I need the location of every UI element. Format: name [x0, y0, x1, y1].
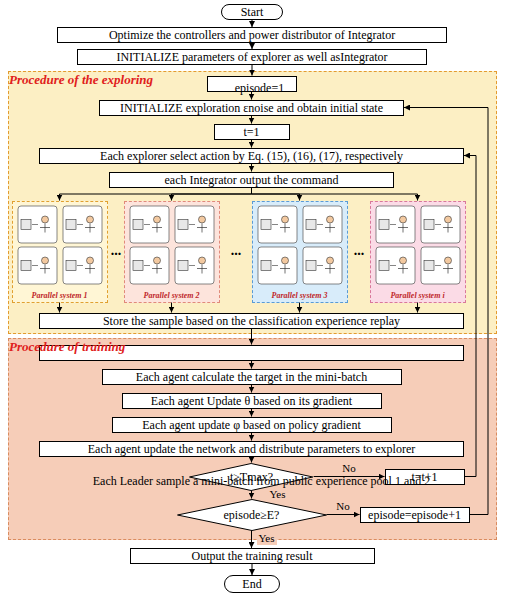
parallel-system-panel: Parallel system 2	[124, 201, 220, 303]
node-text: episode≥E?	[224, 508, 280, 522]
node-text: Each agent Update θ based on its gradien…	[151, 394, 352, 408]
process-box: Each agent calculate the target in the m…	[102, 369, 402, 385]
panel-label: Parallel system 2	[125, 291, 219, 300]
node-text: episode=episode+1	[368, 508, 461, 522]
panel-label: Parallel system i	[371, 291, 465, 300]
process-box: Each agent update φ based on policy grad…	[112, 417, 392, 433]
parallel-system-panel: Parallel system 3	[252, 201, 348, 303]
panel-label: Parallel system 3	[253, 291, 347, 300]
panel-label: Parallel system 1	[13, 291, 107, 300]
node-text: Each agent update the network and distri…	[88, 442, 416, 456]
flow-arrow	[252, 188, 300, 201]
process-box: Optimize the controllers and power distr…	[57, 27, 447, 43]
process-box: each Integrator output the command	[109, 172, 394, 188]
flow-arrow	[251, 116, 252, 124]
flow-arrow	[252, 188, 418, 201]
ellipsis-label: ...	[352, 244, 367, 257]
edge-label: Yes	[257, 532, 277, 545]
start-terminal: Start	[221, 4, 283, 20]
flow-arrow	[299, 303, 300, 313]
flow-arrow	[251, 491, 252, 499]
flow-arrow	[252, 65, 253, 76]
decision-diamond: episode≥E?	[177, 499, 327, 531]
node-text: Each agent calculate the target in the m…	[136, 370, 367, 384]
flow-arrow	[59, 303, 60, 313]
process-box: episode=episode+1	[360, 507, 470, 523]
edge-label: No	[334, 500, 351, 513]
edge-label: Yes	[268, 488, 288, 501]
node-text: Each agent update φ based on policy grad…	[142, 418, 361, 432]
node-text: Store the sample based on the classifica…	[103, 314, 400, 328]
node-text: INITIALIZE exploration εnoise and obtain…	[120, 101, 383, 115]
node-text: t≥Tmax?	[230, 470, 273, 484]
flow-arrow	[251, 164, 252, 172]
flow-arrow	[251, 140, 252, 148]
parallel-system-illustration	[371, 202, 465, 302]
node-text: End	[242, 577, 261, 591]
process-box: Output the training result	[130, 548, 375, 564]
flow-arrow	[252, 20, 253, 27]
flow-arrow	[251, 457, 252, 463]
flow-arrow	[417, 303, 418, 313]
flow-arrow	[251, 531, 252, 549]
node-text: Each explorer select action by Eq. (15),…	[100, 149, 403, 163]
node-text: t=1	[243, 125, 259, 139]
exploring-region: episode=1INITIALIZE exploration εnoise a…	[8, 71, 497, 334]
process-box: Each explorer select action by Eq. (15),…	[39, 148, 464, 164]
flow-arrow	[464, 156, 476, 477]
flow-arrow	[327, 514, 360, 515]
flow-arrow	[171, 303, 172, 313]
ellipsis-label: ...	[109, 244, 124, 257]
flow-arrow	[251, 361, 252, 369]
flow-arrow	[314, 476, 385, 477]
flow-arrow	[251, 329, 252, 345]
flow-arrow	[251, 409, 252, 417]
node-text: INITIALIZE parameters of explorer as wel…	[116, 50, 387, 64]
process-box: Each agent Update θ based on its gradien…	[122, 393, 382, 409]
region-heading: Procedure of training	[9, 339, 125, 355]
parallel-system-illustration	[125, 202, 219, 302]
flow-arrow	[404, 108, 488, 515]
edge-label: No	[340, 462, 357, 475]
flow-arrow	[251, 92, 252, 100]
training-region: Each Leader sample a mini-batch from pub…	[8, 338, 497, 540]
parallel-system-illustration	[253, 202, 347, 302]
ellipsis-label: ...	[229, 244, 244, 257]
process-box: INITIALIZE parameters of explorer as wel…	[77, 49, 427, 65]
flow-arrow	[172, 188, 252, 201]
parallel-system-illustration	[13, 202, 107, 302]
flow-arrow	[60, 188, 252, 201]
node-text: Start	[241, 5, 264, 19]
node-text: Optimize the controllers and power distr…	[109, 28, 395, 42]
process-box: Each agent update the network and distri…	[39, 441, 464, 457]
process-box: t=1	[214, 124, 290, 140]
end-terminal: End	[224, 575, 280, 593]
flow-arrow	[251, 385, 252, 393]
flow-arrow	[252, 564, 253, 575]
node-text: Output the training result	[192, 549, 313, 563]
process-box: INITIALIZE exploration εnoise and obtain…	[99, 100, 404, 116]
flow-arrow	[251, 433, 252, 441]
node-text: episode=1	[235, 81, 284, 95]
node-text: each Integrator output the command	[165, 173, 339, 187]
node-text: t=t+1	[411, 470, 437, 484]
process-box: episode=1	[207, 76, 297, 92]
flow-arrow	[252, 43, 253, 49]
region-heading: Procedure of the exploring	[9, 72, 153, 88]
parallel-system-panel: Parallel system 1	[12, 201, 108, 303]
parallel-system-panel: Parallel system i	[370, 201, 466, 303]
process-box: Store the sample based on the classifica…	[39, 313, 464, 329]
